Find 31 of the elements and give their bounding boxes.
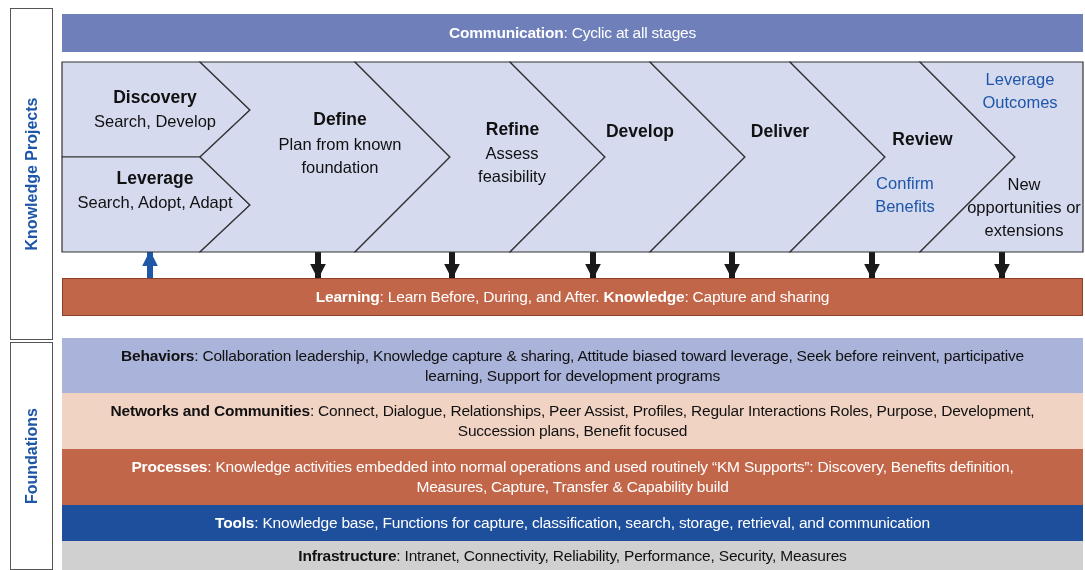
- stage-title: Discovery: [112, 86, 198, 109]
- arrow: [864, 252, 880, 280]
- layer-band: Behaviors: Collaboration leadership, Knowledge capture & sharing, Attitude biased toward leverage, Seek before reinvent, participative learning, Support for development programs: [62, 338, 1083, 393]
- arrow: [310, 252, 326, 280]
- stage-text: Leverage Outcomes: [981, 69, 1059, 113]
- stage-title: Refine: [484, 118, 541, 141]
- layer-band: Learning: Learn Before, During, and After. Knowledge: Capture and sharing: [62, 278, 1083, 316]
- stage-title: Develop: [604, 120, 676, 143]
- layer-band: Tools: Knowledge base, Functions for capture, classification, search, storage, retrieval, and communication: [62, 505, 1083, 541]
- stage-title: Review: [891, 128, 954, 151]
- stage-text: Confirm Benefits: [874, 173, 936, 217]
- arrow: [444, 252, 460, 280]
- stage-text: New opportunities or extensions: [966, 174, 1082, 241]
- stage-text: Search, Develop: [93, 111, 217, 132]
- stage-title: Define: [312, 108, 368, 131]
- layer-band: Processes: Knowledge activities embedded into normal operations and used routinely “KM Supports”: Discovery, Benefits definition, Measures, Capture, Transfer & Capability build: [62, 449, 1083, 505]
- layer-band: Networks and Communities: Connect, Dialogue, Relationships, Peer Assist, Profiles, Regular Interactions Roles, Purpose, Development, Succession plans, Benefit focused: [62, 393, 1083, 449]
- stage-title: Leverage: [115, 167, 195, 190]
- arrow: [994, 252, 1010, 280]
- stage-text: Assess feasibility: [477, 143, 547, 187]
- arrow: [724, 252, 740, 280]
- arrow: [585, 252, 601, 280]
- section-label-box: [10, 8, 53, 340]
- section-label-box: [10, 342, 53, 570]
- stage-title: Deliver: [749, 120, 811, 143]
- layer-band: Communication: Cyclic at all stages: [62, 14, 1083, 52]
- section-label: Foundations: [22, 408, 41, 504]
- stage-text: Plan from known foundation: [277, 134, 403, 178]
- layer-band: Infrastructure: Intranet, Connectivity, Reliability, Performance, Security, Measures: [62, 541, 1083, 570]
- section-label: Knowledge Projects: [22, 97, 41, 251]
- stage-text: Search, Adopt, Adapt: [76, 192, 234, 213]
